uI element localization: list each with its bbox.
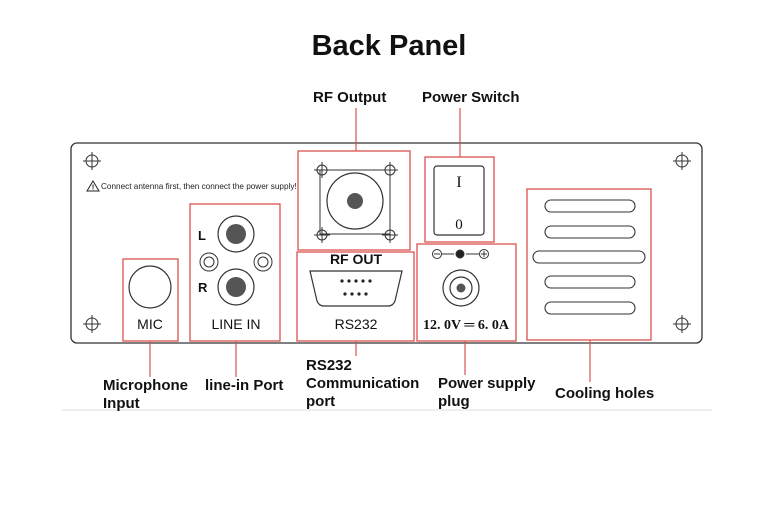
line-in-side-ring — [253, 252, 273, 272]
rs232-connector-shell — [309, 270, 403, 307]
rf-screw-icon — [314, 162, 330, 178]
page-title: Back Panel — [311, 30, 467, 62]
callout-line-in-port: line-in Port — [205, 377, 284, 394]
power-plug-highlight-box — [416, 243, 517, 342]
cooling-hole-slot — [544, 225, 636, 239]
callout-rs232-line3: port — [306, 393, 336, 410]
mounting-screw-icon — [673, 315, 691, 333]
rf-out-connector-pin — [347, 193, 363, 209]
power-plug-socket — [442, 269, 480, 307]
cooling-hole-slot — [532, 250, 646, 264]
rf-out-label: RF OUT — [330, 251, 383, 267]
callout-rf-output: RF Output — [313, 89, 387, 106]
mic-socket — [128, 265, 172, 309]
callout-cooling-holes: Cooling holes — [555, 385, 655, 402]
rf-out-connector-plate — [319, 169, 391, 235]
power-rating-label: 12. 0V ═ 6. 0A — [423, 318, 510, 333]
warning-icon: ! — [86, 180, 100, 192]
callout-power-plug-line1: Power supply — [438, 375, 536, 392]
cooling-holes-highlight-box — [526, 188, 652, 341]
callout-rs232-line2: Communication — [306, 375, 420, 392]
callout-power-plug-line2: plug — [438, 393, 470, 410]
callout-power-switch: Power Switch — [422, 89, 520, 106]
rf-screw-icon — [382, 162, 398, 178]
power-switch-rocker — [433, 165, 485, 236]
callout-microphone-line2: Input — [103, 395, 140, 412]
polarity-icon — [432, 249, 489, 259]
callout-microphone-line1: Microphone — [103, 377, 188, 394]
line-in-right-jack — [217, 268, 255, 306]
line-in-left-jack — [217, 215, 255, 253]
rf-out-highlight-box — [297, 150, 411, 251]
cooling-hole-slot — [544, 301, 636, 315]
mounting-screw-icon — [83, 315, 101, 333]
line-in-right-label: R — [198, 280, 208, 295]
power-off-label: 0 — [455, 217, 463, 233]
line-in-highlight-box — [189, 203, 281, 342]
mounting-screw-icon — [83, 152, 101, 170]
rs232-pins — [340, 279, 372, 296]
line-in-label: LINE IN — [211, 316, 260, 332]
line-in-side-ring — [199, 252, 219, 272]
power-on-label: I — [456, 174, 461, 191]
rs232-label: RS232 — [335, 316, 378, 332]
cooling-hole-slot — [544, 275, 636, 289]
line-in-left-label: L — [198, 228, 206, 243]
mounting-screw-icon — [673, 152, 691, 170]
warning-text: Connect antenna first, then connect the … — [101, 182, 297, 191]
callout-rs232-line1: RS232 — [306, 357, 352, 374]
rf-out-connector — [326, 172, 384, 230]
rf-screw-icon — [314, 227, 330, 243]
mic-label: MIC — [137, 316, 163, 332]
rf-screw-icon — [382, 227, 398, 243]
panel-outline — [70, 142, 703, 344]
cooling-hole-slot — [544, 199, 636, 213]
svg-text:!: ! — [92, 185, 94, 192]
